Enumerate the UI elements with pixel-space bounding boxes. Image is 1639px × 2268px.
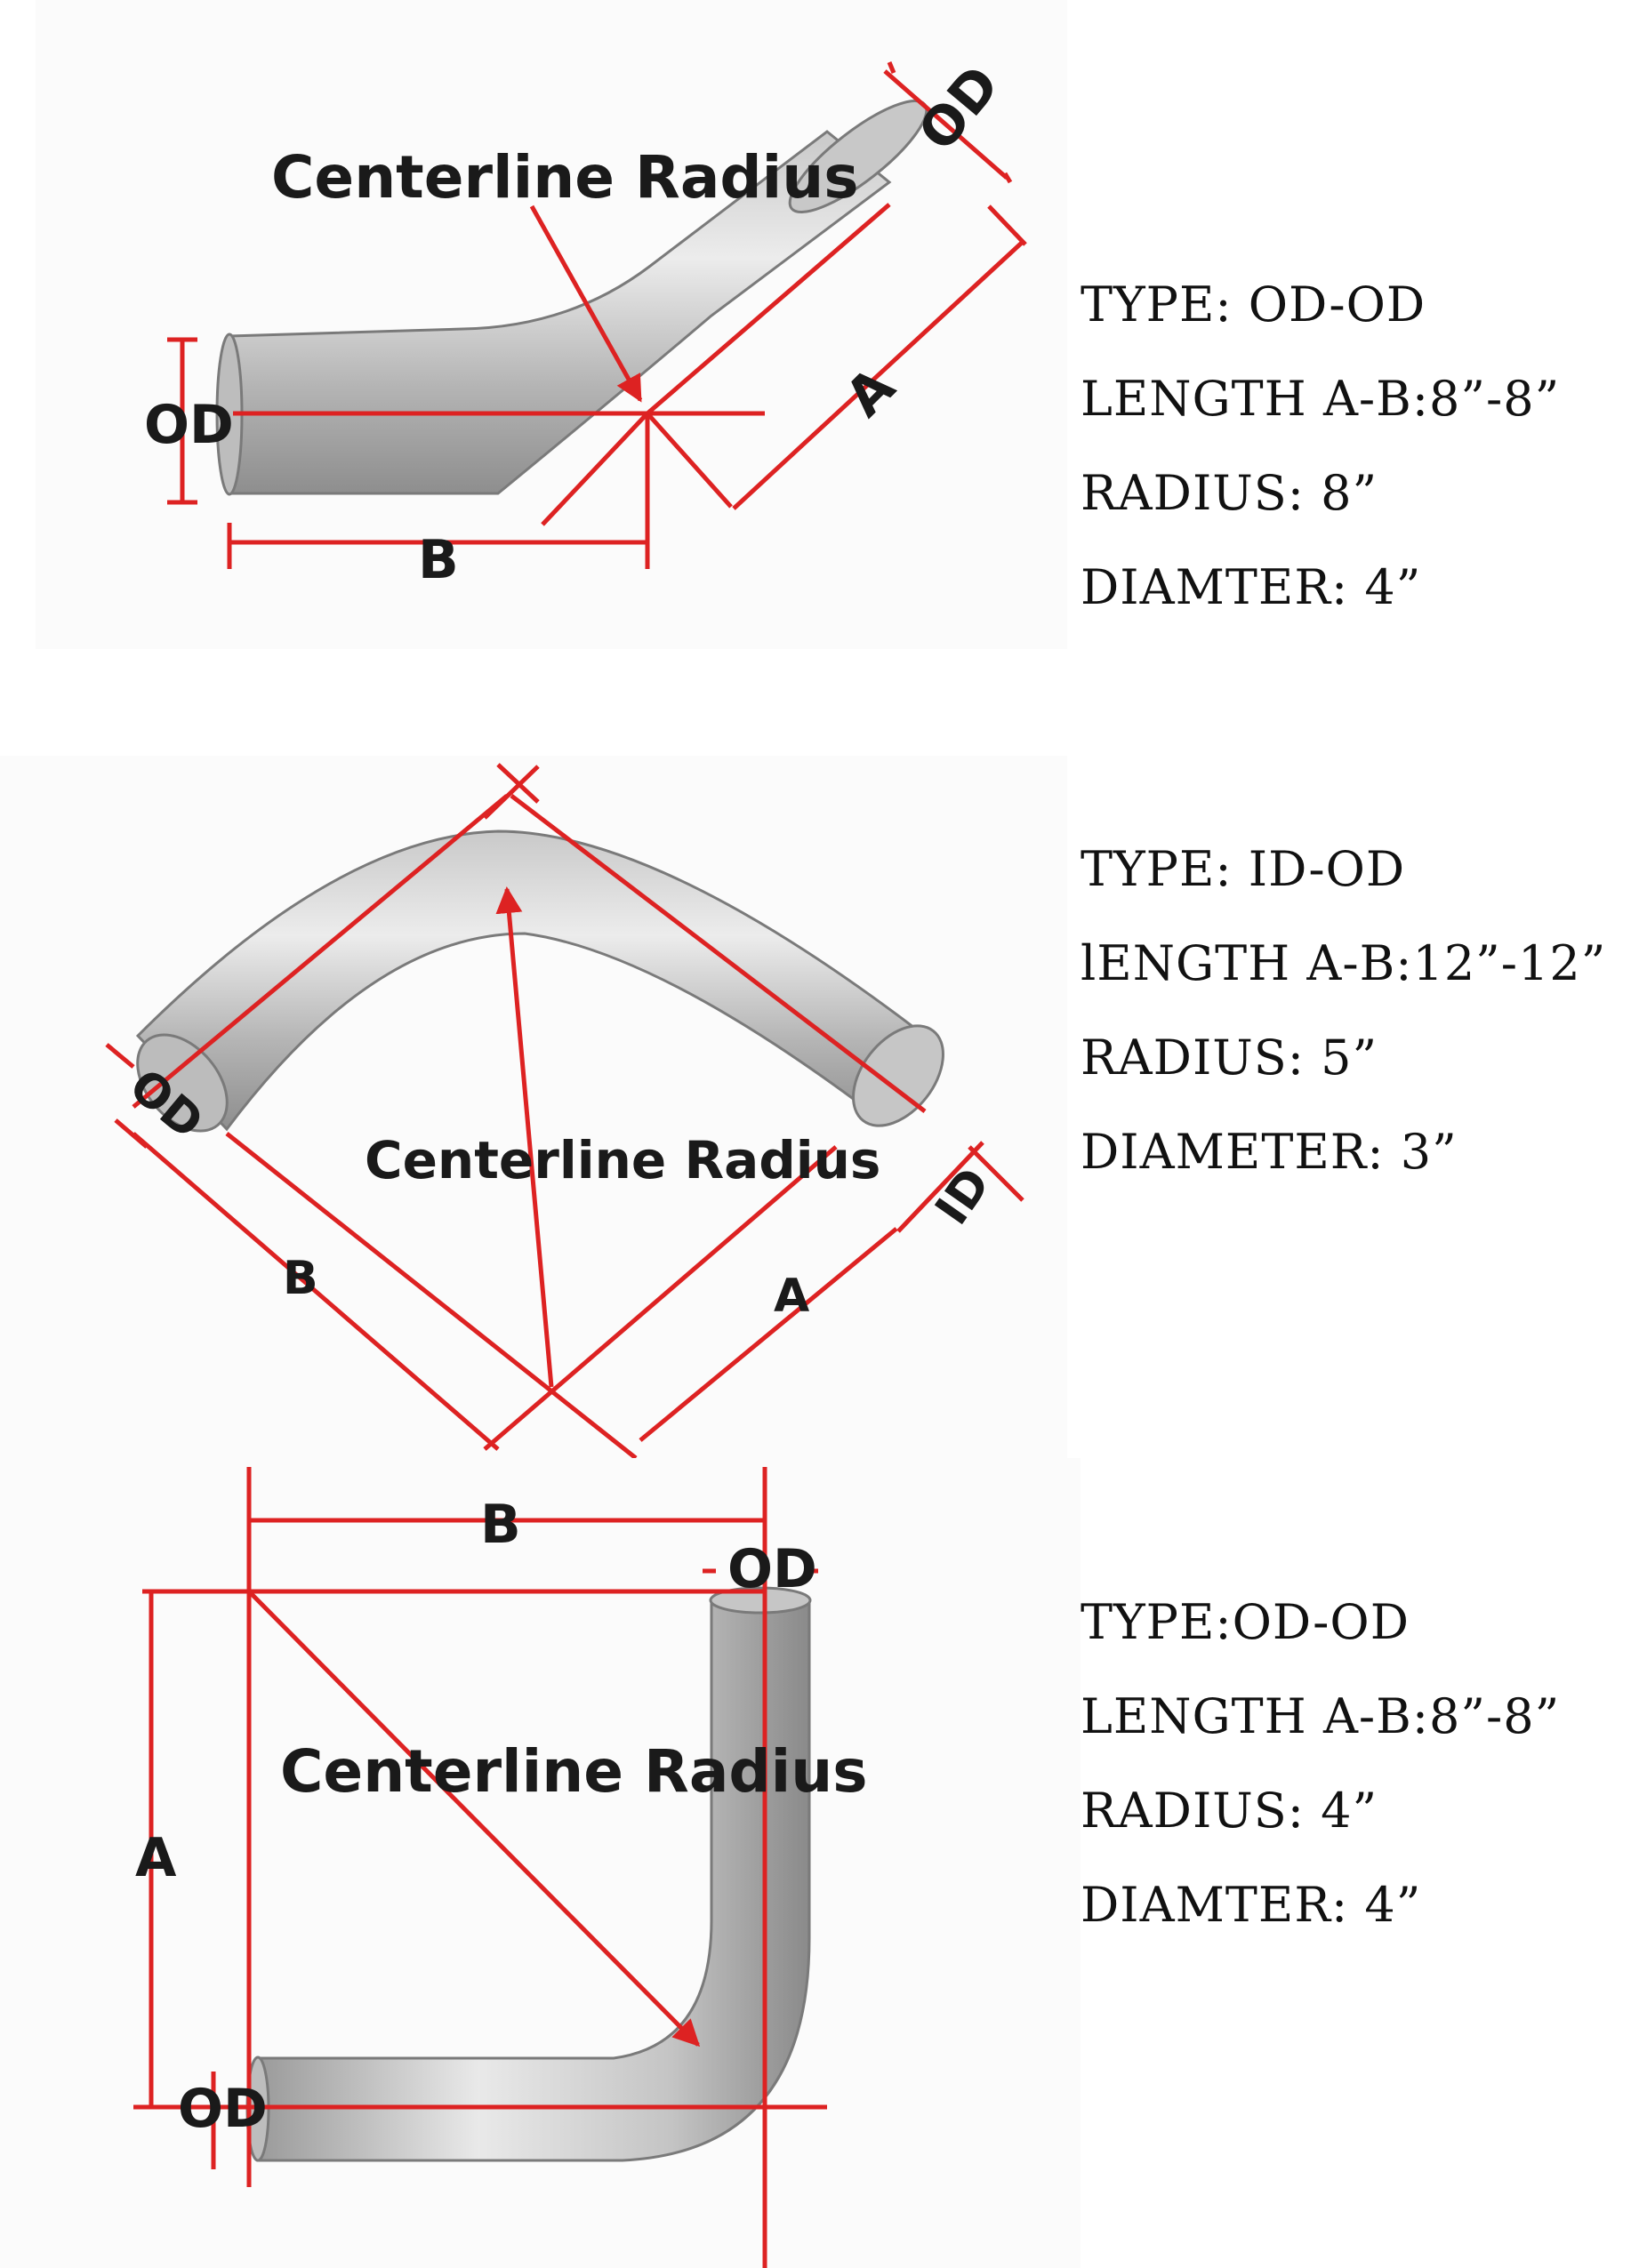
panel2-spec-length: lENGTH A-B:12”-12” [1081,935,1607,991]
panel1-spec-radius: RADIUS: 8” [1081,465,1378,521]
panel2-b-label: B [283,1252,318,1305]
panel2-spec-diameter: DIAMETER: 3” [1081,1124,1458,1180]
panel1-dimension-lines [167,61,1027,569]
panel1-spec-diameter: DIAMTER: 4” [1081,559,1422,615]
pipe-45-bend [215,99,928,496]
panel2-a-label: A [774,1270,809,1323]
panel1-spec-length: LENGTH A-B:8”-8” [1081,371,1561,427]
panel1-spec-type: TYPE: OD-OD [1081,276,1426,333]
panel2-spec-type: TYPE: ID-OD [1081,841,1406,897]
panel1-od-side-label: OD [144,394,234,456]
panel1-centerline-label: Centerline Radius [271,143,859,212]
panel1-b-label: B [418,529,459,591]
panel2-centerline-label: Centerline Radius [365,1130,880,1190]
panel3-spec-radius: RADIUS: 4” [1081,1783,1378,1839]
panel3-a-label: A [135,1827,177,1889]
panel3-specs: TYPE:OD-OD LENGTH A-B:8”-8” RADIUS: 4” D… [1081,1575,1560,1952]
pipe-90-bend-id-od [135,829,944,1133]
panel2-specs: TYPE: ID-OD lENGTH A-B:12”-12” RADIUS: 5… [1081,822,1606,1199]
panel3-spec-length: LENGTH A-B:8”-8” [1081,1688,1561,1744]
panel3-b-label: B [480,1494,521,1556]
panel3-spec-diameter: DIAMTER: 4” [1081,1877,1422,1933]
panel1-specs: TYPE: OD-OD LENGTH A-B:8”-8” RADIUS: 8” … [1081,258,1560,635]
panel2-spec-radius: RADIUS: 5” [1081,1030,1378,1086]
panel3-od-top-label: OD [727,1538,817,1600]
panel3-od-bottom-label: OD [178,2078,268,2140]
panel3-dimension-lines [133,1467,827,2268]
panel2-dimension-lines [105,763,1024,1460]
panel3-spec-type: TYPE:OD-OD [1081,1594,1410,1650]
panel3-centerline-label: Centerline Radius [280,1737,868,1806]
